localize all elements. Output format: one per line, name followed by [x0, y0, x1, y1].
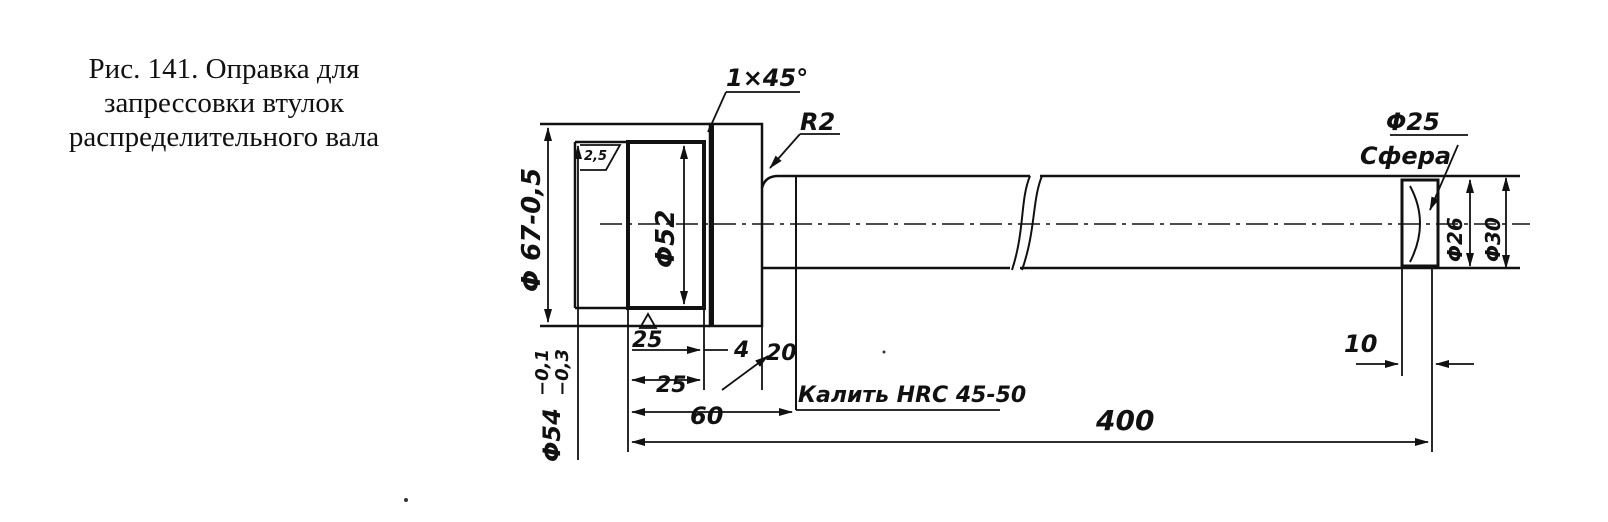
len-20-label: 20	[766, 341, 797, 366]
end-d26-label: Φ26	[1443, 217, 1467, 262]
roughness-label: 2,5	[584, 149, 607, 164]
hardening-note: Калить HRC 45-50	[798, 383, 1026, 408]
spigot-tolerance-lower: −0,3	[552, 349, 573, 396]
spigot-diameter-label: Φ54	[538, 408, 566, 462]
caption-line-2: запрессовки втулок	[104, 87, 344, 119]
figure-caption: Рис. 141. Оправка для запрессовки втулок…	[24, 52, 424, 154]
end-d30-label: Φ30	[1481, 217, 1505, 262]
bore	[626, 140, 706, 310]
specks	[404, 350, 886, 502]
flange	[708, 122, 764, 328]
sphere-diameter-label: Φ25	[1386, 108, 1440, 136]
sphere-end	[1400, 178, 1440, 268]
len-60-label: 60	[690, 402, 723, 430]
dimension-labels: 1×45° R2 Φ25 Сфера Φ 67-0,5 Φ52 Φ54 −0,1…	[517, 64, 1505, 462]
caption-line-3: распределительного вала	[68, 121, 380, 153]
mandrel-outline	[540, 122, 1520, 410]
len-400-label: 400	[1095, 404, 1154, 437]
len-25a-label: 25	[632, 328, 663, 353]
sphere-label: Сфера	[1360, 142, 1451, 170]
len-25b-label: 25	[656, 373, 687, 398]
spigot-tolerance-upper: −0,1	[532, 349, 553, 396]
chamfer-label: 1×45°	[726, 64, 808, 92]
len-4-label: 4	[733, 338, 749, 363]
caption-line-1: Рис. 141. Оправка для	[88, 53, 360, 85]
bore-diameter-label: Φ52	[651, 210, 681, 268]
len-10-label: 10	[1344, 330, 1377, 358]
radius-label: R2	[800, 108, 835, 136]
outer-diameter-label: Φ 67-0,5	[517, 168, 547, 292]
dimension-lines	[544, 91, 1510, 460]
